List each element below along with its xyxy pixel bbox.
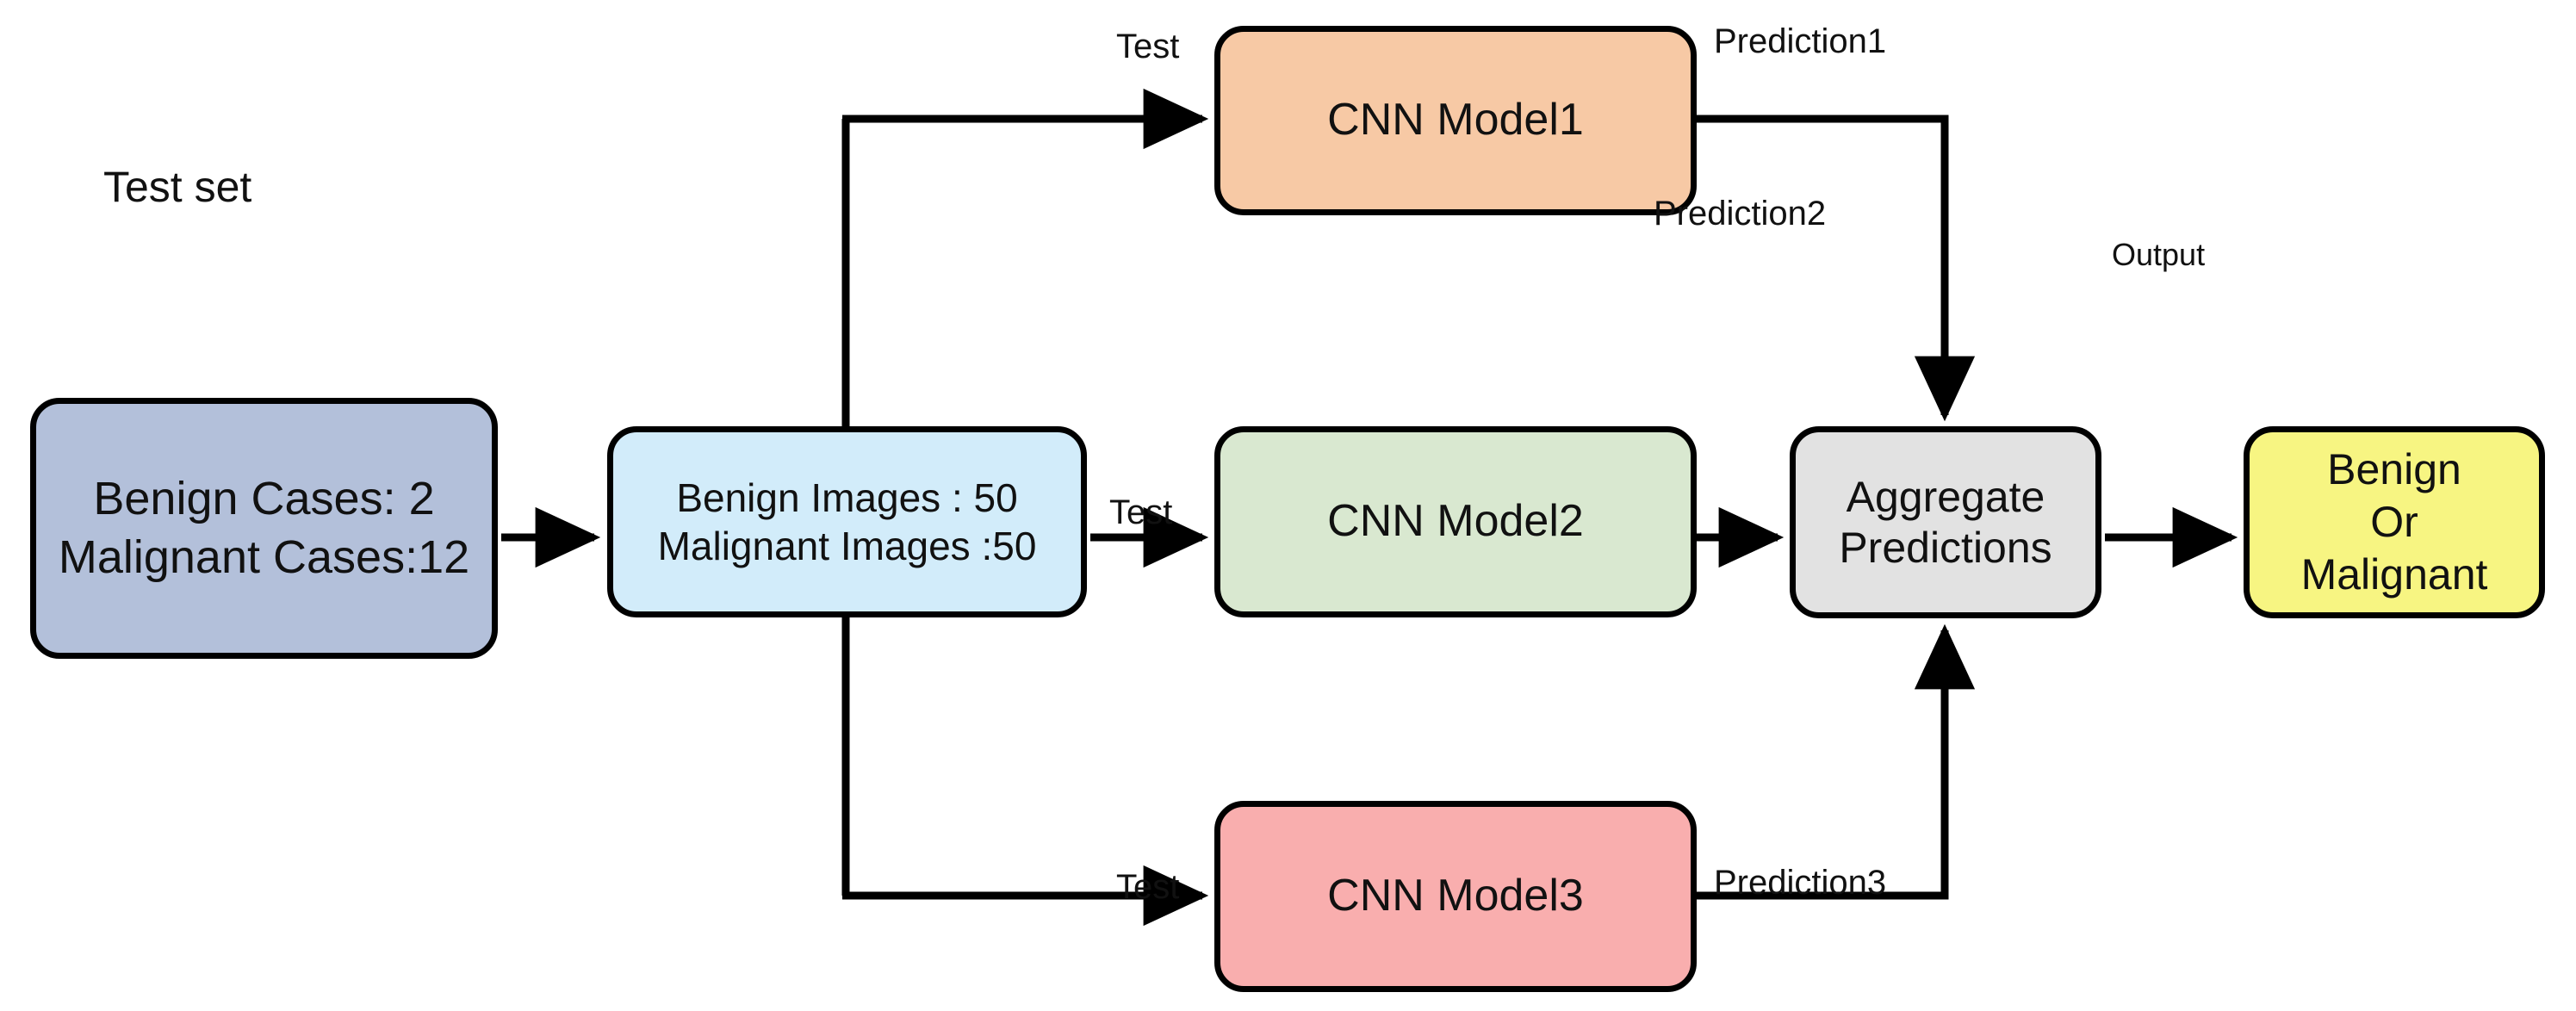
edge-label-test-3: Test	[1116, 868, 1180, 906]
output-or-label: Or	[2370, 498, 2418, 546]
edge-label-output: Output	[2112, 237, 2206, 272]
output-benign-label: Benign	[2327, 445, 2461, 493]
node-aggregate-predictions[interactable]: Aggregate Predictions	[1790, 426, 2101, 618]
test-set-benign-cases: Benign Cases: 2	[93, 472, 435, 524]
edge-label-test-1: Test	[1116, 28, 1180, 65]
node-output-result[interactable]: Benign Or Malignant	[2244, 426, 2545, 618]
output-malignant-label: Malignant	[2300, 550, 2488, 599]
test-set-title: Test set	[103, 163, 252, 211]
edge-label-prediction-3: Prediction3	[1714, 864, 1887, 902]
test-set-malignant-cases: Malignant Cases:12	[58, 530, 470, 583]
edge-label-prediction-2: Prediction2	[1654, 195, 1827, 233]
edge-model3-to-aggregate	[1693, 623, 1976, 900]
edge-label-prediction-1: Prediction1	[1714, 22, 1887, 60]
aggregate-line-1: Aggregate	[1846, 472, 2045, 521]
edge-label-test-2: Test	[1109, 493, 1173, 531]
node-cnn-model-3[interactable]: CNN Model3	[1214, 801, 1697, 992]
node-test-set[interactable]: Benign Cases: 2 Malignant Cases:12	[30, 398, 498, 659]
cnn-model-3-label: CNN Model3	[1327, 871, 1584, 921]
node-cnn-model-2[interactable]: CNN Model2	[1214, 426, 1697, 617]
node-images[interactable]: Benign Images : 50 Malignant Images :50	[607, 426, 1087, 617]
aggregate-line-2: Predictions	[1839, 523, 2052, 572]
images-malignant-count: Malignant Images :50	[657, 524, 1037, 568]
images-benign-count: Benign Images : 50	[676, 474, 1018, 520]
edge-model1-to-aggregate	[1693, 115, 1976, 422]
cnn-model-1-label: CNN Model1	[1327, 95, 1584, 146]
cnn-model-2-label: CNN Model2	[1327, 496, 1584, 547]
node-cnn-model-1[interactable]: CNN Model1	[1214, 26, 1697, 215]
